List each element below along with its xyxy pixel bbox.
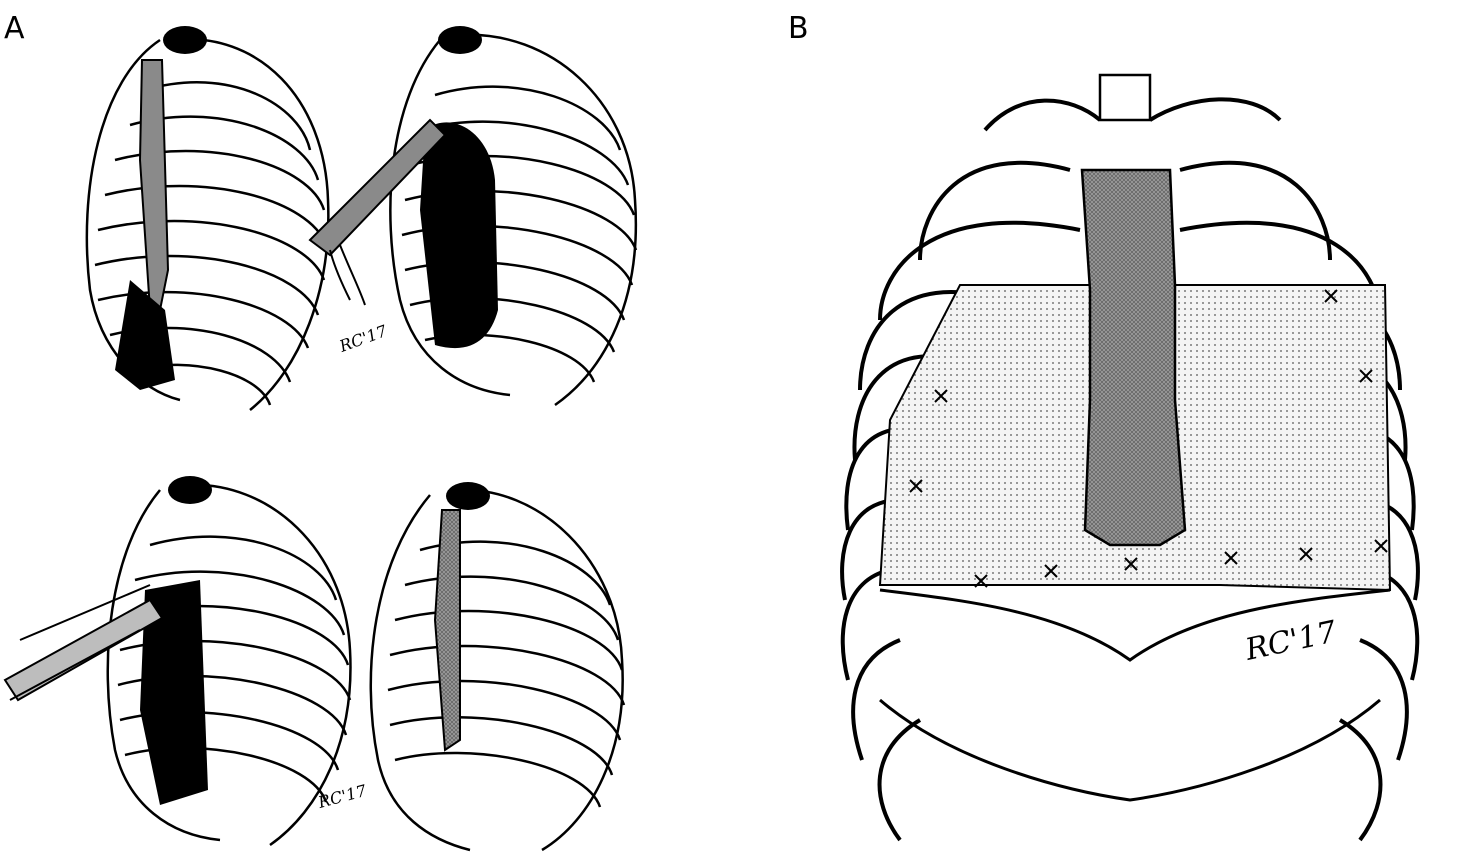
signature-b: RC'17 (1241, 614, 1340, 668)
sternal-graft (1080, 168, 1187, 547)
ribcage-a1 (85, 26, 330, 411)
lower-cage (879, 698, 1381, 802)
trachea (1098, 73, 1152, 122)
sutures (909, 289, 1388, 588)
thoracic-inlet-a1 (163, 26, 207, 54)
flap-a2 (308, 118, 447, 306)
ribcage-a4 (369, 482, 626, 852)
panel-label-a: A (4, 11, 25, 46)
clavicle-right (1148, 97, 1282, 122)
signature-a-top: RC'17 (336, 321, 390, 356)
panel-label-b: B (788, 11, 809, 46)
ribs-right (1179, 160, 1420, 842)
costal-margin (879, 588, 1391, 662)
sternum-graft-a4 (433, 509, 461, 752)
defect-a3 (140, 580, 208, 805)
sternum-graft-a1 (138, 59, 170, 311)
ribcage-b (840, 73, 1420, 842)
ribcage-a2 (389, 26, 638, 407)
defect-a1 (115, 280, 175, 390)
ribcage-a3 (106, 476, 352, 847)
clavicle-left (983, 98, 1102, 132)
defect-a2 (420, 122, 498, 349)
flap-a3 (3, 584, 164, 702)
